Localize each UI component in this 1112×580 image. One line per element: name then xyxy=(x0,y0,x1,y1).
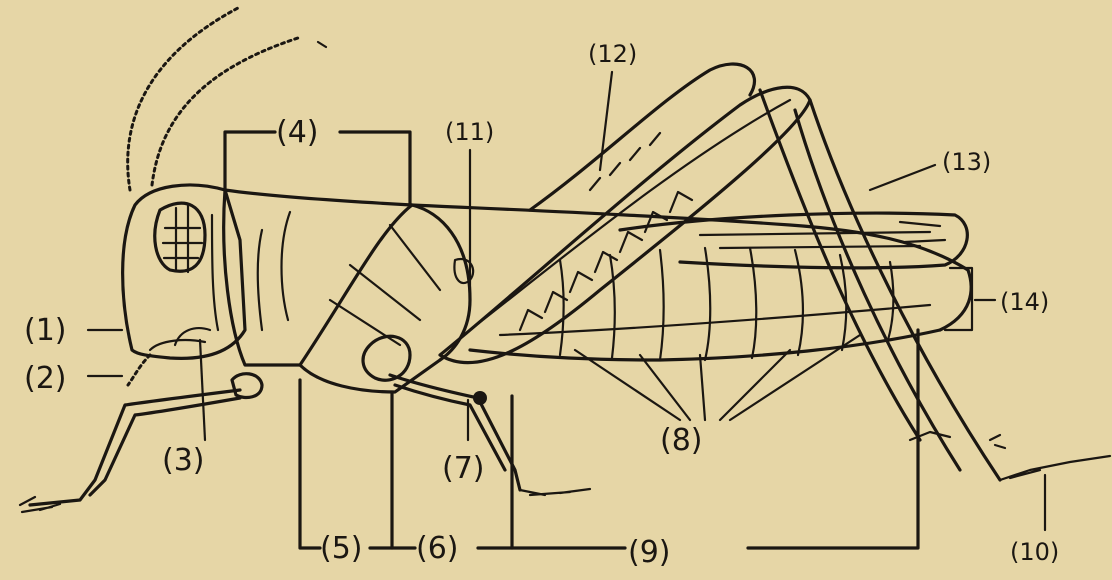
midleg-coxa xyxy=(363,336,410,380)
pronotum-groove-3 xyxy=(212,215,218,330)
leader-12 xyxy=(600,72,612,170)
label-10: (10) xyxy=(1010,538,1059,566)
midleg-tarsus xyxy=(520,489,590,495)
label-5: (5) xyxy=(320,531,363,566)
pronotum-groove-1 xyxy=(258,230,262,330)
thorax-sutures xyxy=(330,225,440,345)
hind-tibia-back xyxy=(760,90,920,440)
label-12: (12) xyxy=(588,40,637,68)
leader-13 xyxy=(870,165,935,190)
label-2: (2) xyxy=(24,361,67,396)
label-8: (8) xyxy=(660,423,703,458)
label-6: (6) xyxy=(416,531,459,566)
label-3: (3) xyxy=(162,443,205,478)
pronotum-groove-2 xyxy=(282,212,291,320)
label-11: (11) xyxy=(445,118,494,146)
ground-tarsus-spines xyxy=(910,432,1005,448)
label-1: (1) xyxy=(24,313,67,348)
antenna-front xyxy=(128,8,238,190)
label-13: (13) xyxy=(942,148,991,176)
hind-femur xyxy=(440,87,810,362)
label-4: (4) xyxy=(276,115,319,150)
hind-tarsus xyxy=(1000,456,1110,480)
leaders-8 xyxy=(575,335,860,420)
compound-eye xyxy=(155,203,205,271)
antenna-tip-mark xyxy=(318,42,326,47)
bracket-9 xyxy=(512,330,918,548)
abdomen-end xyxy=(940,270,971,330)
abdomen-top xyxy=(412,205,968,270)
palp xyxy=(128,355,150,385)
hind-femur-back xyxy=(530,64,754,210)
label-7: (7) xyxy=(442,451,485,486)
bracket-5 xyxy=(300,380,392,548)
label-9: (9) xyxy=(628,535,671,570)
label-14: (14) xyxy=(1000,288,1049,316)
foreleg-coxa xyxy=(232,374,262,398)
midleg-joint xyxy=(473,391,487,405)
eye-grid xyxy=(163,204,202,272)
foreleg xyxy=(30,390,240,505)
